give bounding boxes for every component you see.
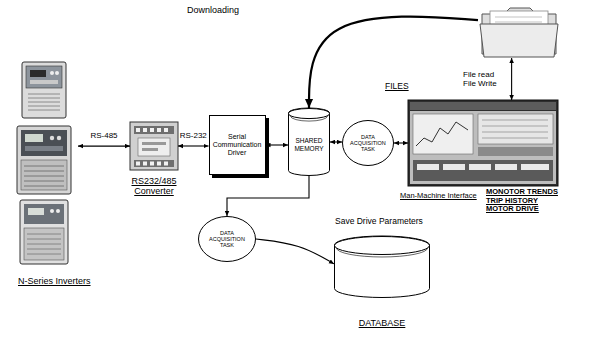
connector-arrow (309, 17, 478, 108)
edge-label: File read File Write (462, 70, 506, 88)
database-cylinder: DATABASE (334, 236, 430, 298)
edge-label: RS-232 (179, 131, 208, 140)
node-label: RS232/485 Converter (120, 176, 188, 197)
connector-arrow (178, 145, 209, 146)
edge-label: RS-485 (89, 131, 118, 140)
node-label: SHARED MEMORY (292, 137, 326, 151)
process-box: Serial Communication Driver (209, 115, 266, 175)
task-ellipse: DATA ACQUISITION TASK (342, 120, 394, 166)
screen-window-outline (408, 100, 558, 186)
inverter-group-outline (12, 60, 78, 270)
screen-drawing (408, 100, 558, 186)
connector-arrow (78, 146, 130, 147)
database-cylinder-outline (334, 236, 430, 298)
node-label: FILES (385, 82, 425, 92)
node-label: MONOTOR TRENDS TRIP HISTORY MOTOR DRIVE (486, 188, 564, 214)
connector-arrow (256, 239, 334, 264)
inverter-group: N-Series Inverters (12, 60, 78, 270)
connector-arrow (330, 141, 342, 142)
folder-drawing (480, 8, 558, 57)
inverter-drawing (22, 62, 66, 118)
node-label: DATA ACQUISITION TASK (347, 134, 389, 152)
connector-arrow (266, 144, 289, 145)
node-label: Man-Machine Interface (400, 192, 484, 201)
connector-arrow (394, 142, 408, 143)
node-label: Serial Communication Driver (213, 133, 262, 156)
connector-arrow (511, 58, 512, 100)
converter-device: RS232/485 Converter (130, 122, 178, 170)
converter-drawing (130, 122, 178, 170)
storage-cylinder: SHARED MEMORY (288, 108, 330, 176)
screen-window: Man-Machine InterfaceMONOTOR TRENDS TRIP… (408, 100, 558, 186)
node-label: DATA ACQUISITION TASK (204, 230, 250, 248)
node-label: N-Series Inverters (18, 276, 118, 286)
edge-label: Downloading (186, 5, 240, 15)
task-ellipse: DATA ACQUISITION TASK (198, 216, 256, 262)
file-folder: FILES (478, 4, 560, 58)
node-label: DATABASE (334, 318, 430, 328)
connector-arrow (227, 176, 309, 216)
inverter-drawing (17, 126, 71, 194)
converter-device-outline (130, 122, 178, 170)
edge-label: Save Drive Parameters (334, 217, 424, 227)
file-folder-outline (478, 4, 560, 58)
inverter-drawing (20, 200, 68, 264)
